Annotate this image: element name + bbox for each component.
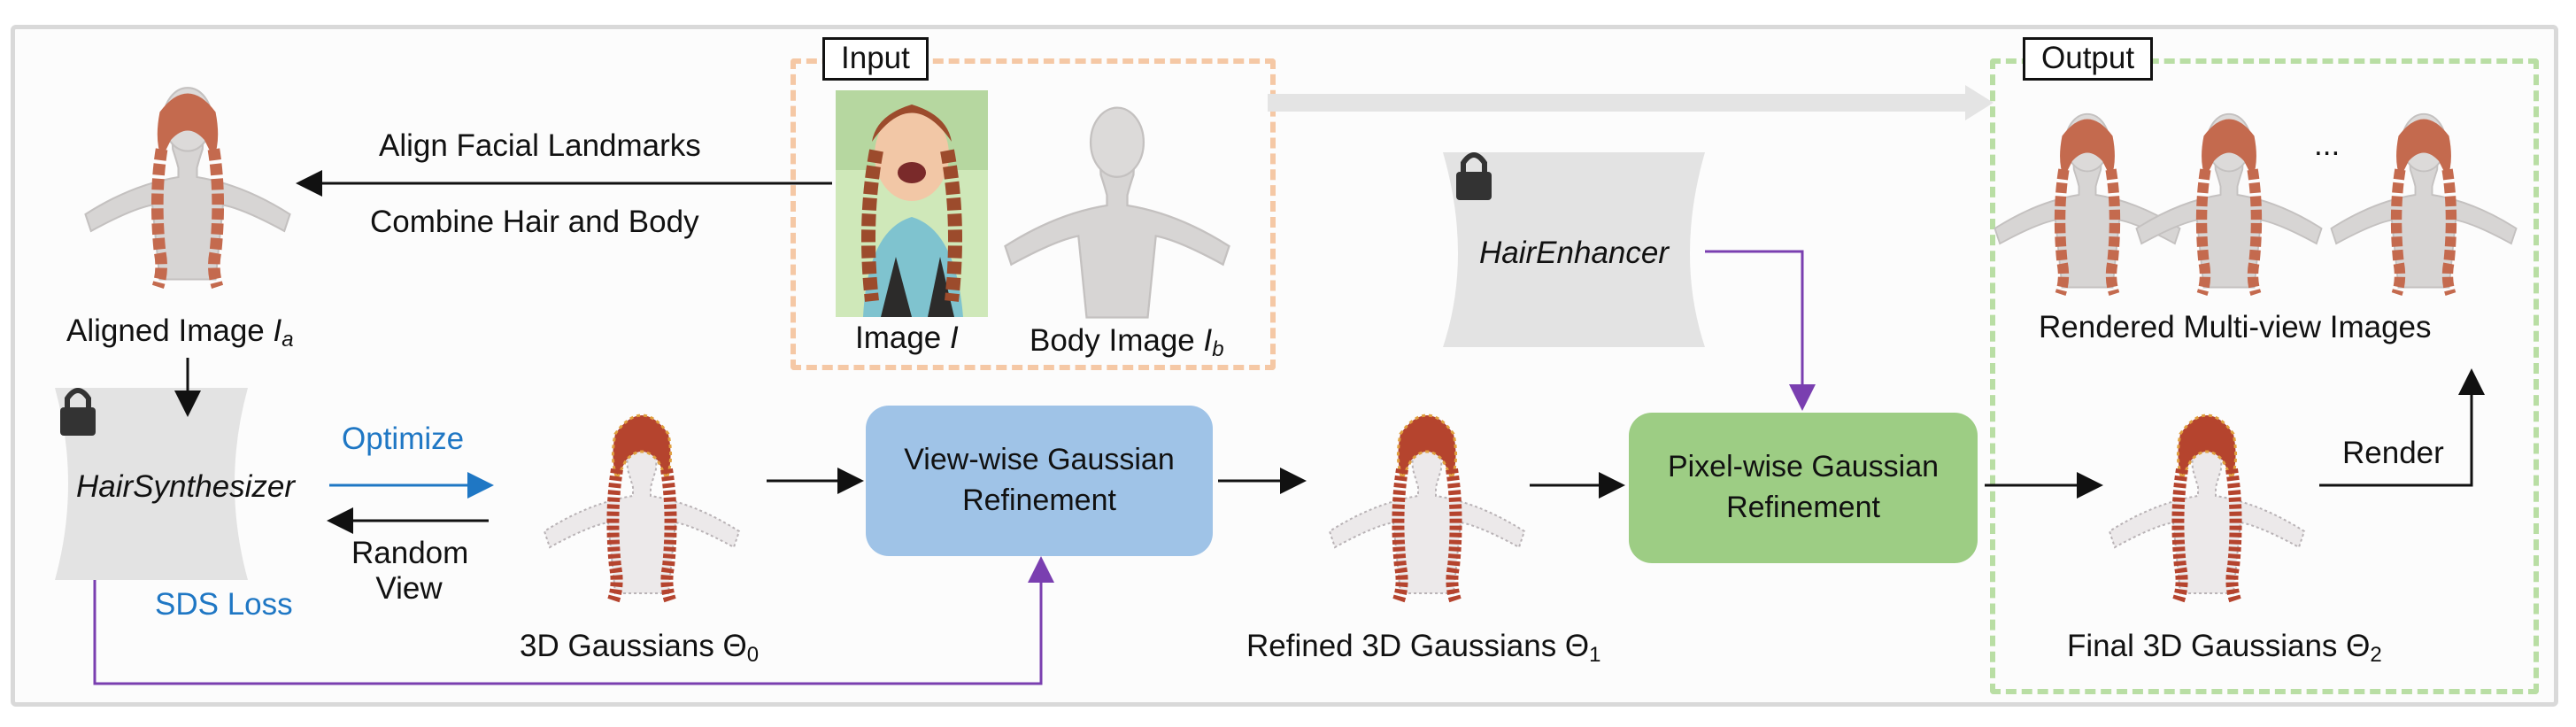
pixelwise-refinement-module: Pixel-wise Gaussian Refinement [1629, 413, 1978, 563]
hair-synthesizer-label: HairSynthesizer [76, 469, 296, 504]
input-tag: Input [822, 37, 929, 81]
ellipsis-label: ... [2314, 128, 2341, 162]
align-facial-landmarks-label: Align Facial Landmarks [379, 128, 701, 163]
rendered-multiview-label: Rendered Multi-view Images [2039, 310, 2432, 344]
rendered-view-2 [2137, 114, 2322, 294]
gaussians-1-figure [1330, 415, 1524, 600]
body-image-figure [1004, 106, 1230, 319]
hair-enhancer-network [1443, 152, 1705, 347]
viewwise-refinement-module: View-wise Gaussian Refinement [866, 406, 1213, 556]
lock-icon [1456, 152, 1492, 200]
gaussians-2-figure [2109, 415, 2304, 600]
gaussians-0-label: 3D Gaussians Θ0 [520, 629, 760, 667]
combine-hair-body-label: Combine Hair and Body [370, 205, 699, 239]
gaussians-2-label: Final 3D Gaussians Θ2 [2067, 629, 2382, 667]
diagram-frame [11, 25, 2558, 707]
input-to-output-arrow [1268, 85, 1994, 120]
rendered-view-1 [1995, 114, 2180, 294]
body-image-label: Body Image Ib [1030, 323, 1224, 361]
gaussians-1-label: Refined 3D Gaussians Θ1 [1246, 629, 1601, 667]
aligned-image-label: Aligned Image Ia [66, 313, 294, 352]
rendered-view-3 [2332, 114, 2517, 294]
hair-synthesizer-network [55, 388, 248, 580]
render-arrow [2319, 368, 2485, 487]
sds-loss-label: SDS Loss [155, 587, 293, 622]
random-view-label: Random View [351, 536, 469, 607]
optimize-label: Optimize [342, 422, 465, 456]
image-label: Image I [855, 321, 959, 355]
input-box [791, 58, 1276, 370]
pixelwise-module-label: Pixel-wise Gaussian Refinement [1667, 450, 1940, 524]
output-tag: Output [2023, 37, 2154, 81]
output-box [1990, 58, 2539, 694]
input-photo [836, 90, 988, 317]
gaussians-0-figure [544, 415, 739, 600]
lock-icon [60, 388, 96, 436]
hair-enhancer-label: HairEnhancer [1479, 236, 1669, 270]
enhancer-to-pixelwise-arrow [1705, 250, 1816, 411]
render-label: Render [2342, 436, 2444, 470]
sds-loss-arrow [93, 556, 1054, 685]
viewwise-module-label: View-wise Gaussian Refinement [904, 443, 1175, 517]
aligned-image-figure [86, 88, 290, 287]
